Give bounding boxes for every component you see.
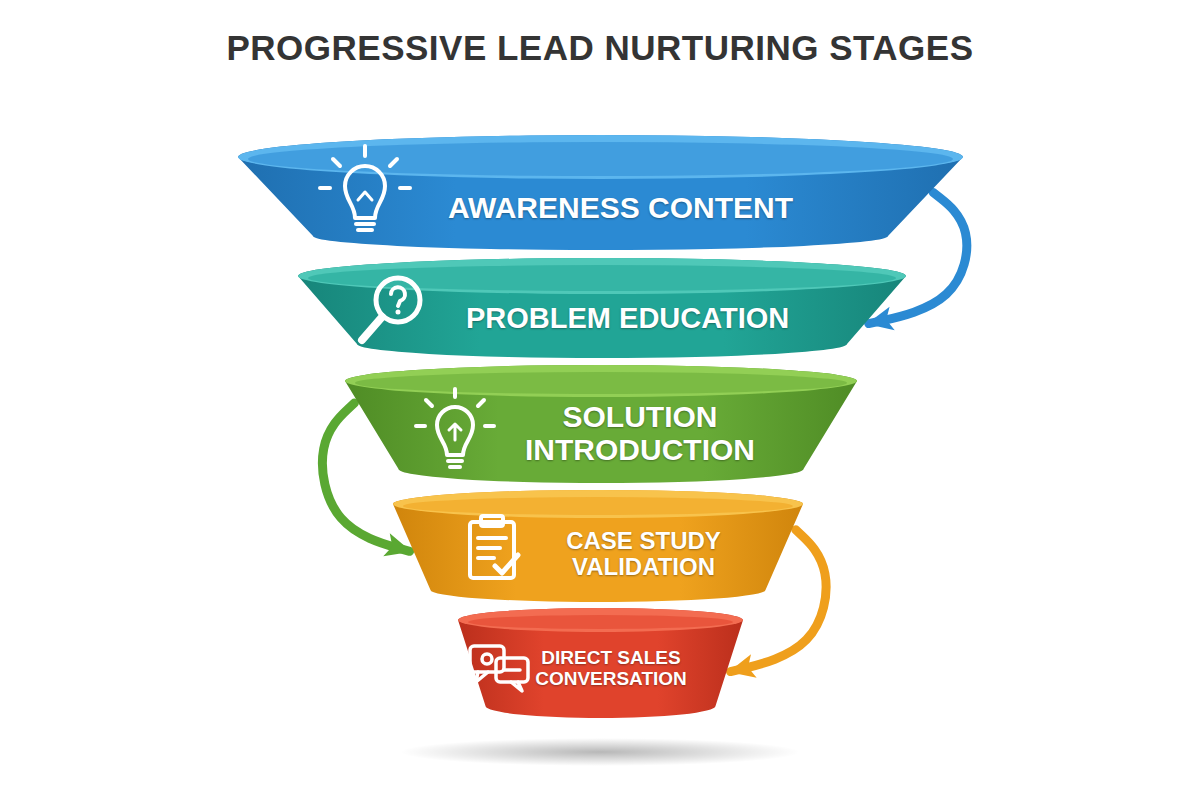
funnel-band: PROBLEM EDUCATION bbox=[298, 258, 906, 358]
band-text-area: AWARENESS CONTENT bbox=[448, 175, 918, 240]
funnel-band: CASE STUDY VALIDATION bbox=[393, 490, 803, 602]
band-rim bbox=[298, 258, 906, 294]
band-text-area: SOLUTION INTRODUCTION bbox=[485, 393, 795, 473]
band-body bbox=[238, 135, 963, 250]
stage-label: AWARENESS CONTENT bbox=[448, 191, 918, 224]
band-rim bbox=[393, 490, 803, 518]
band-body bbox=[393, 490, 803, 602]
band-body bbox=[345, 365, 857, 483]
band-text-area: CASE STUDY VALIDATION bbox=[521, 514, 766, 594]
band-inner bbox=[248, 142, 953, 176]
funnel-band: SOLUTION INTRODUCTION bbox=[345, 365, 857, 483]
funnel-shadow bbox=[400, 738, 800, 766]
band-rim bbox=[238, 135, 963, 179]
band-text-area: PROBLEM EDUCATION bbox=[466, 290, 856, 348]
stage-label: PROBLEM EDUCATION bbox=[466, 303, 856, 335]
band-inner bbox=[468, 615, 733, 629]
band-body bbox=[458, 608, 743, 718]
funnel-band: DIRECT SALES CONVERSATION bbox=[458, 608, 743, 718]
band-text-area: DIRECT SALES CONVERSATION bbox=[526, 628, 696, 710]
band-body bbox=[298, 258, 906, 358]
band-rim bbox=[458, 608, 743, 632]
band-inner bbox=[308, 265, 896, 291]
band-inner bbox=[403, 497, 793, 515]
diagram-title: PROGRESSIVE LEAD NURTURING STAGES bbox=[0, 28, 1200, 68]
band-rim bbox=[345, 365, 857, 397]
stage-label: SOLUTION INTRODUCTION bbox=[485, 400, 795, 466]
stage-label: CASE STUDY VALIDATION bbox=[521, 528, 766, 581]
band-inner bbox=[355, 372, 847, 394]
stage-label: DIRECT SALES CONVERSATION bbox=[526, 648, 696, 690]
funnel-band: AWARENESS CONTENT bbox=[238, 135, 963, 250]
